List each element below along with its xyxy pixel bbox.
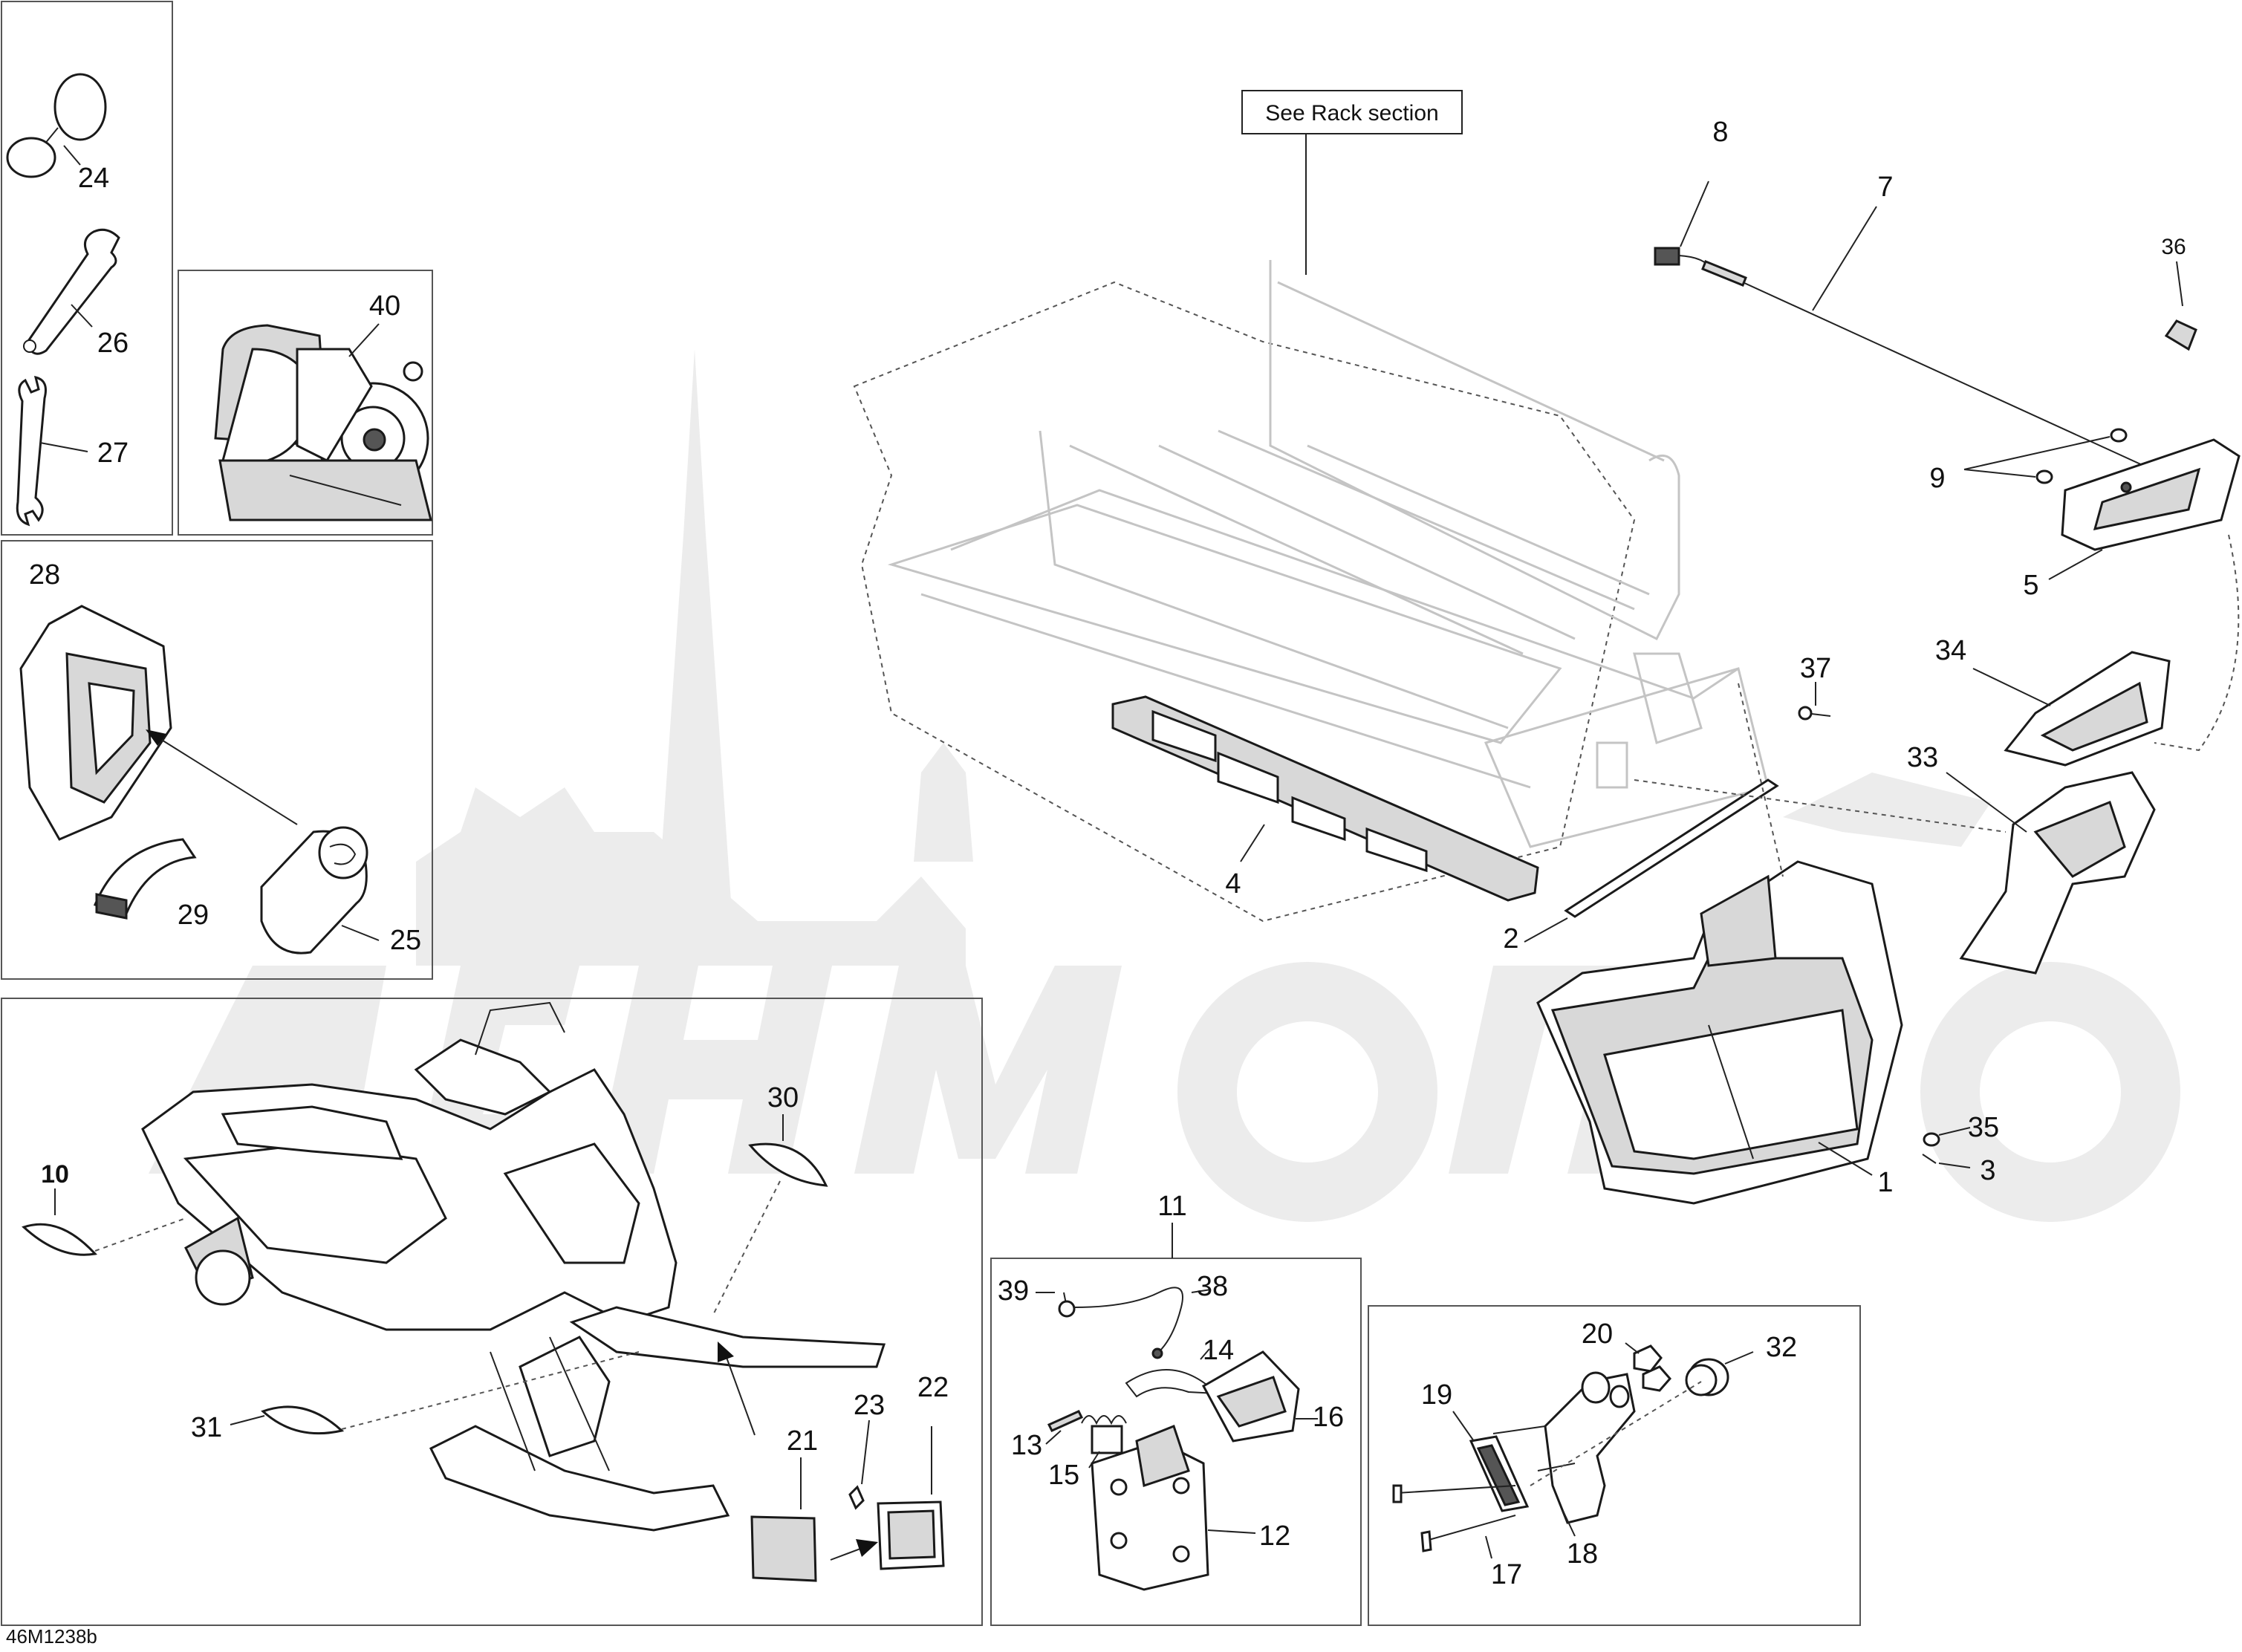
label-21: 21 bbox=[787, 1425, 818, 1457]
part-32-bushing bbox=[1685, 1358, 1729, 1396]
label-26: 26 bbox=[97, 328, 129, 359]
part-23-clip bbox=[848, 1485, 865, 1510]
label-29: 29 bbox=[178, 900, 209, 931]
label-40: 40 bbox=[369, 290, 400, 322]
part-34-upper-cover bbox=[2004, 651, 2171, 767]
part-33-lower-guard bbox=[1959, 771, 2156, 975]
part-8-connector bbox=[1654, 247, 1709, 267]
inset-frame-11 bbox=[990, 1258, 1362, 1626]
part-38-tether bbox=[1073, 1287, 1183, 1359]
label-31: 31 bbox=[191, 1412, 222, 1443]
label-14: 14 bbox=[1203, 1335, 1234, 1366]
label-38: 38 bbox=[1197, 1271, 1228, 1302]
part-20-nuts bbox=[1633, 1344, 1671, 1392]
label-1: 1 bbox=[1877, 1167, 1893, 1198]
label-32: 32 bbox=[1766, 1332, 1797, 1363]
part-9-nuts bbox=[2035, 428, 2128, 484]
part-39-pin bbox=[1058, 1292, 1076, 1318]
label-5: 5 bbox=[2023, 570, 2038, 601]
callout-box bbox=[1241, 90, 1463, 134]
label-12: 12 bbox=[1259, 1521, 1290, 1552]
part-15-spring bbox=[1081, 1415, 1127, 1454]
callout-see-rack-section: See Rack section bbox=[1265, 101, 1438, 126]
part-4-side-strip bbox=[1111, 695, 1539, 902]
label-19: 19 bbox=[1421, 1379, 1452, 1411]
part-12-hitch-plate bbox=[1091, 1425, 1209, 1591]
label-28: 28 bbox=[29, 559, 60, 591]
diagram-code: 46M1238b bbox=[6, 1625, 97, 1648]
part-37-pin bbox=[1798, 706, 1831, 721]
part-26-spanner-wrench bbox=[23, 228, 120, 355]
part-10-decal bbox=[22, 1223, 97, 1256]
inset-frame-snowmobile bbox=[1, 998, 983, 1626]
label-30: 30 bbox=[767, 1082, 799, 1113]
label-16: 16 bbox=[1313, 1402, 1344, 1433]
inset-frame-cover bbox=[1, 540, 433, 980]
part-5-tail-light bbox=[2061, 438, 2241, 551]
label-24: 24 bbox=[78, 163, 109, 194]
part-1-storage-bag bbox=[1536, 860, 1903, 1205]
part-40-winch bbox=[214, 323, 432, 521]
part-24-horn-mirror bbox=[6, 73, 107, 178]
part-19-plate bbox=[1469, 1435, 1530, 1512]
label-36: 36 bbox=[2161, 235, 2186, 259]
label-25: 25 bbox=[390, 925, 421, 956]
rack-assembly-outline bbox=[853, 260, 1770, 923]
label-4: 4 bbox=[1225, 868, 1241, 900]
label-18: 18 bbox=[1567, 1538, 1598, 1570]
label-13: 13 bbox=[1011, 1430, 1042, 1461]
label-11: 11 bbox=[1157, 1191, 1186, 1222]
part-36-bulb bbox=[2164, 261, 2197, 351]
part-29-strap bbox=[93, 838, 197, 920]
label-17: 17 bbox=[1491, 1559, 1522, 1590]
label-3: 3 bbox=[1980, 1155, 1995, 1186]
label-34: 34 bbox=[1935, 635, 1966, 666]
part-31-decal bbox=[261, 1405, 345, 1435]
part-21-reflector-plate bbox=[750, 1515, 817, 1582]
part-18-bracket bbox=[1544, 1371, 1636, 1524]
part-30-decal bbox=[748, 1142, 828, 1187]
part-14-hairpin bbox=[1125, 1369, 1219, 1398]
label-35: 35 bbox=[1968, 1112, 1999, 1143]
label-22: 22 bbox=[917, 1372, 949, 1403]
label-27: 27 bbox=[97, 438, 129, 469]
part-35-washer bbox=[1923, 1132, 1940, 1147]
part-28-cover bbox=[19, 605, 172, 841]
label-37: 37 bbox=[1800, 653, 1831, 684]
part-2-rail-strip bbox=[1564, 778, 1779, 918]
callout-labels: 24 26 27 40 28 29 25 8 7 36 9 5 34 37 33… bbox=[29, 117, 2186, 1590]
inset-frame-hitch bbox=[1368, 1305, 1861, 1626]
label-9: 9 bbox=[1929, 463, 1945, 494]
label-20: 20 bbox=[1582, 1318, 1613, 1350]
label-15: 15 bbox=[1048, 1460, 1079, 1491]
label-33: 33 bbox=[1907, 742, 1938, 773]
part-17-bolts bbox=[1392, 1425, 1576, 1552]
snowmobile-body bbox=[141, 1001, 886, 1532]
part-3-screw bbox=[1922, 1154, 1937, 1164]
part-25-canister bbox=[260, 826, 380, 955]
label-23: 23 bbox=[854, 1390, 885, 1421]
inset-frame-tools bbox=[1, 1, 173, 536]
part-13-spring-pin bbox=[1047, 1410, 1084, 1432]
label-2: 2 bbox=[1503, 923, 1518, 955]
label-10: 10 bbox=[41, 1160, 69, 1188]
inset-frame-winch bbox=[178, 270, 433, 536]
label-7: 7 bbox=[1877, 172, 1893, 203]
part-27-open-wrench bbox=[16, 376, 88, 527]
label-8: 8 bbox=[1712, 117, 1728, 148]
part-16-block bbox=[1201, 1350, 1300, 1443]
label-39: 39 bbox=[998, 1275, 1029, 1307]
part-22-plate-holder bbox=[877, 1500, 945, 1570]
part-7-wire-harness bbox=[1701, 260, 2163, 483]
